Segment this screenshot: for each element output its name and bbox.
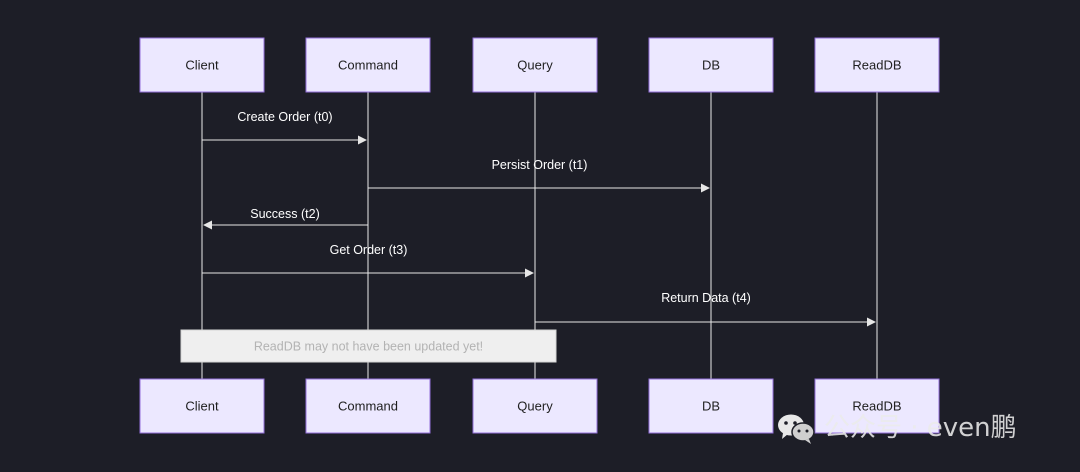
message-label: Success (t2) <box>250 207 319 221</box>
actor-box-bottom-db <box>648 378 774 434</box>
actor-box-bottom-client <box>139 378 265 434</box>
actor-box-top-db <box>648 37 774 93</box>
watermark-text: 公众号 · even鹏 <box>824 413 1017 443</box>
message-arrowhead <box>358 135 367 145</box>
actor-label-bottom-db: DB <box>702 398 720 413</box>
actor-label-top-command: Command <box>338 57 398 72</box>
actor-label-bottom-command: Command <box>338 398 398 413</box>
actor-box-bottom-command <box>305 378 431 434</box>
note-box <box>180 329 557 363</box>
actor-box-top-readdb <box>814 37 940 93</box>
actor-box-top-command <box>305 37 431 93</box>
message-arrowhead <box>525 268 534 278</box>
note-text: ReadDB may not have been updated yet! <box>254 339 483 353</box>
actor-label-top-db: DB <box>702 57 720 72</box>
actor-box-top-query <box>472 37 598 93</box>
actor-label-bottom-client: Client <box>185 398 219 413</box>
actor-label-top-query: Query <box>517 57 553 72</box>
wechat-icon <box>776 411 816 445</box>
actor-box-bottom-readdb <box>814 378 940 434</box>
message-label: Return Data (t4) <box>661 291 751 305</box>
actor-label-top-client: Client <box>185 57 219 72</box>
message-label: Create Order (t0) <box>237 110 332 124</box>
actor-box-top-client <box>139 37 265 93</box>
message-arrowhead <box>867 317 876 327</box>
message-label: Persist Order (t1) <box>492 158 588 172</box>
watermark: 公众号 · even鹏 <box>776 411 1017 445</box>
message-arrowhead <box>203 220 212 230</box>
actor-box-bottom-query <box>472 378 598 434</box>
actor-label-bottom-readdb: ReadDB <box>852 398 901 413</box>
message-label: Get Order (t3) <box>330 243 408 257</box>
actor-label-top-readdb: ReadDB <box>852 57 901 72</box>
message-arrowhead <box>701 183 710 193</box>
actor-label-bottom-query: Query <box>517 398 553 413</box>
